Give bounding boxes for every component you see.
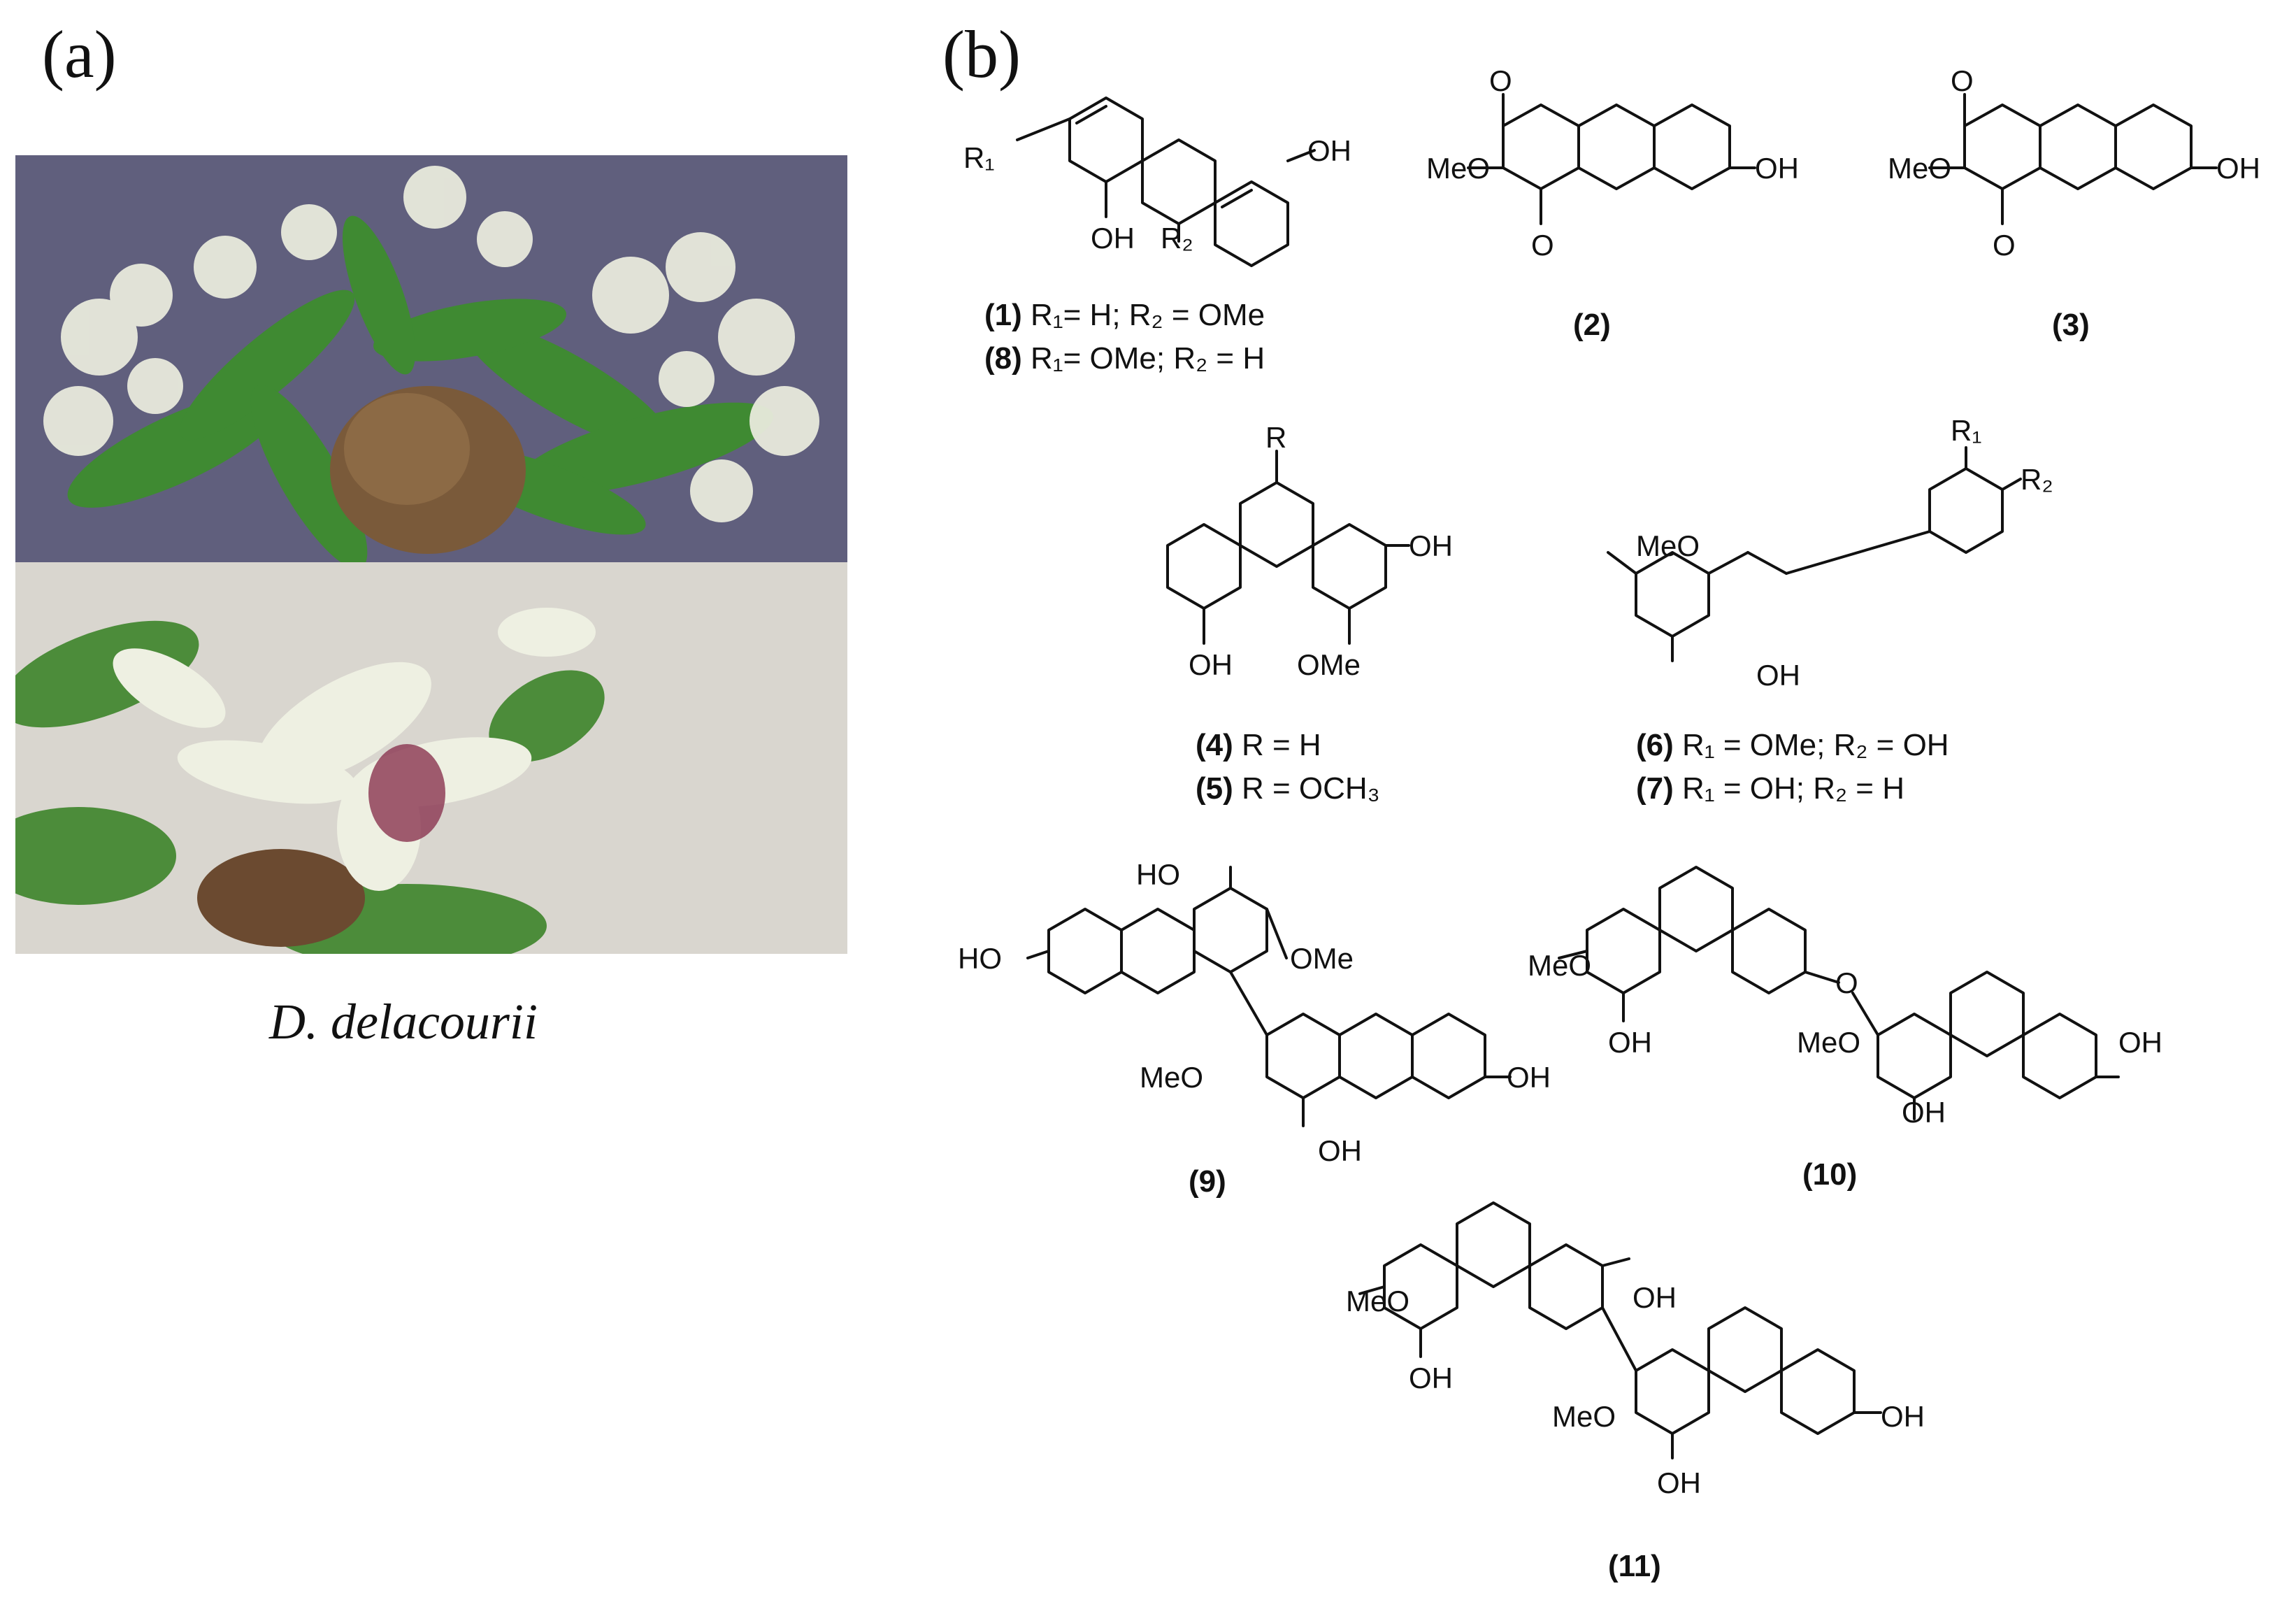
atom-label: OH: [1318, 1134, 1362, 1167]
atom-label: MeO: [1140, 1061, 1203, 1094]
atom-label: R₁: [963, 141, 995, 174]
atom-label: O: [1951, 64, 1974, 97]
atom-label: OH: [1608, 1026, 1652, 1059]
caption-1: (1) R₁= H; R₂ = OMe: [984, 294, 1265, 337]
substituents: R₁ = OH; R₂ = H: [1682, 771, 1905, 806]
substituents: R₁= H; R₂ = OMe: [1031, 298, 1265, 332]
compound-number: (5): [1196, 771, 1233, 806]
atom-label: OH: [2216, 152, 2260, 185]
atom-label: OH: [1657, 1466, 1701, 1499]
structure-2: [1467, 93, 1756, 225]
atom-label: OH: [1755, 152, 1799, 185]
flower-photo: [15, 562, 847, 954]
structure-11: [1358, 1201, 1882, 1459]
atom-label: R₂: [1161, 222, 1193, 255]
atom-label: MeO: [1528, 949, 1591, 982]
structure-9: [1026, 866, 1512, 1127]
atom-label: MeO: [1426, 152, 1490, 185]
substituents: R = OCH₃: [1242, 771, 1380, 806]
panel-b-label: (b): [942, 17, 1021, 92]
atom-label: HO: [958, 942, 1002, 975]
atom-label: OH: [1881, 1400, 1925, 1433]
atom-label: OH: [1633, 1281, 1677, 1314]
atom-label: MeO: [1797, 1026, 1860, 1059]
atom-label: OH: [1756, 659, 1800, 692]
caption-6: (6) R₁ = OMe; R₂ = OH: [1636, 724, 1949, 767]
compound-number: (8): [984, 341, 1022, 376]
species-name: D. delacourii: [269, 994, 538, 1050]
caption-8: (8) R₁= OMe; R₂ = H: [984, 337, 1265, 380]
atom-label: MeO: [1346, 1285, 1409, 1317]
substituents: R₁= OMe; R₂ = H: [1031, 341, 1265, 376]
caption-5: (5) R = OCH₃: [1196, 767, 1380, 810]
atom-label: O: [1993, 229, 2016, 262]
atom-label: OH: [2118, 1026, 2162, 1059]
structure-10: [1558, 866, 2120, 1120]
plant-photo: [15, 155, 847, 562]
atom-label: O: [1835, 966, 1858, 999]
atom-label: OH: [1902, 1096, 1946, 1129]
caption-7: (7) R₁ = OH; R₂ = H: [1636, 767, 1904, 810]
compound-number: (1): [984, 298, 1022, 332]
atom-label: OH: [1189, 648, 1233, 681]
compound-number: (6): [1636, 728, 1674, 762]
atom-label: MeO: [1888, 152, 1951, 185]
atom-label: OH: [1409, 529, 1453, 562]
atom-label: OH: [1091, 222, 1135, 255]
atom-label: O: [1489, 64, 1512, 97]
structure-3: [1928, 93, 2218, 225]
caption-4: (4) R = H: [1196, 724, 1321, 767]
atom-label: OH: [1507, 1061, 1551, 1094]
caption-2: (2): [1573, 308, 1611, 342]
caption-9: (9): [1189, 1164, 1226, 1199]
atom-label: O: [1531, 229, 1554, 262]
atom-label: R₁: [1951, 414, 1982, 447]
compound-number: (7): [1636, 771, 1674, 806]
structure-6-7: [1607, 446, 2022, 662]
atom-label: HO: [1136, 858, 1180, 891]
panel-a-label: (a): [42, 17, 117, 92]
atom-label: OMe: [1290, 942, 1354, 975]
atom-label: MeO: [1552, 1400, 1616, 1433]
compound-number: (4): [1196, 728, 1233, 762]
atom-label: OMe: [1297, 648, 1361, 681]
structure-1-8: [1016, 97, 1316, 267]
atom-label: R: [1265, 421, 1286, 454]
substituents: R₁ = OMe; R₂ = OH: [1682, 728, 1949, 762]
caption-11: (11): [1608, 1549, 1661, 1583]
atom-label: R₂: [2021, 463, 2053, 496]
substituents: R = H: [1242, 728, 1321, 762]
atom-label: OH: [1409, 1362, 1453, 1394]
caption-3: (3): [2052, 308, 2090, 342]
structure-4-5: [1166, 450, 1410, 645]
atom-label: MeO: [1636, 529, 1700, 562]
caption-10: (10): [1802, 1157, 1858, 1192]
atom-label: OH: [1307, 134, 1351, 167]
